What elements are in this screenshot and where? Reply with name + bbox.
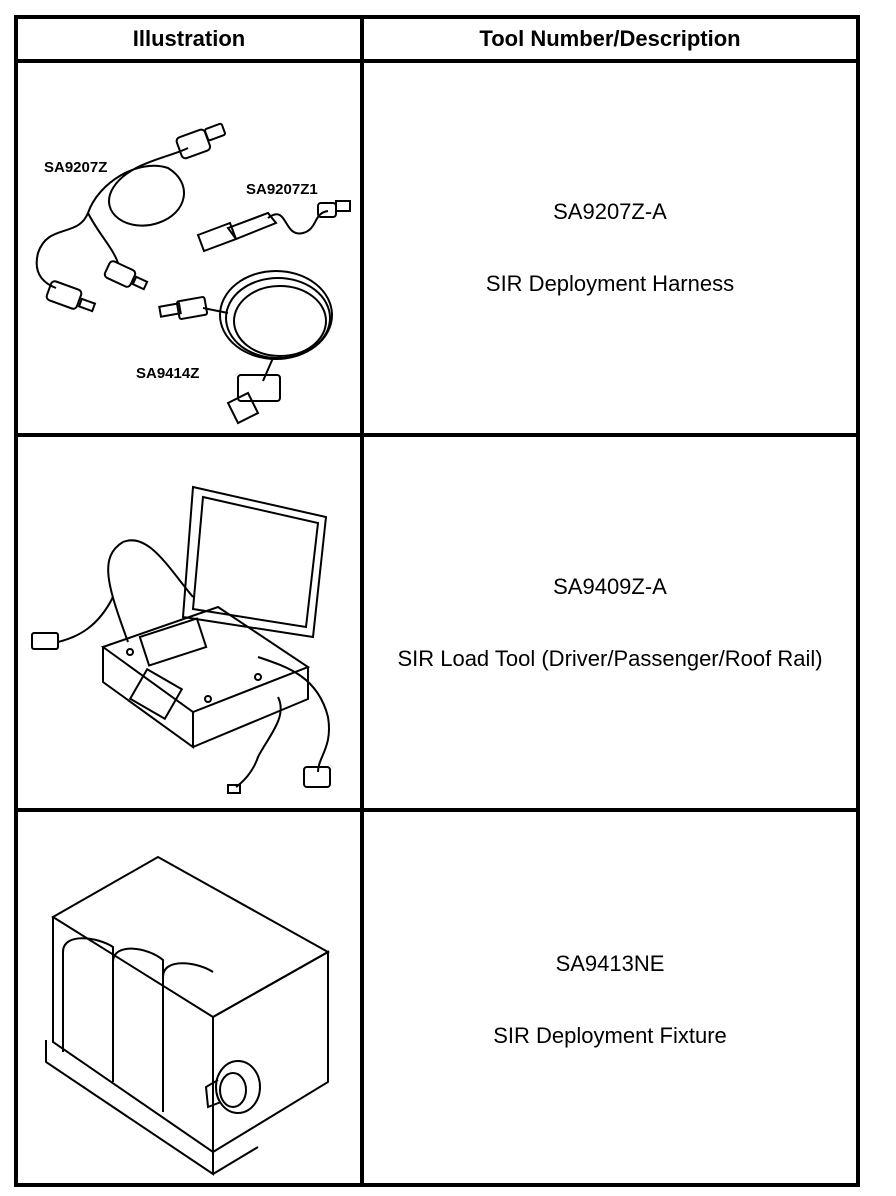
header-divider (18, 59, 856, 63)
tools-table: Illustration Tool Number/Description (14, 15, 860, 1187)
column-divider (360, 19, 364, 1183)
tool-cell-deployment-fixture: SA9413NE SIR Deployment Fixture (364, 812, 856, 1187)
header-illustration: Illustration (132, 26, 246, 51)
tool-cell-deployment-harness: SA9207Z-A SIR Deployment Harness (364, 63, 856, 433)
callout-sa9207z1: SA9207Z1 (246, 181, 318, 198)
tool-number: SA9413NE (555, 950, 665, 976)
illustration-load-tool (18, 437, 360, 808)
tool-number: SA9207Z-A (553, 199, 667, 224)
tool-number: SA9409Z-A (553, 573, 667, 599)
row-divider (18, 433, 856, 437)
tool-cell-load-tool: SA9409Z-A SIR Load Tool (Driver/Passenge… (364, 437, 856, 808)
illustration-deployment-fixture (18, 812, 360, 1187)
tool-description: SIR Load Tool (Driver/Passenger/Roof Rai… (397, 645, 823, 671)
tool-description: SIR Deployment Fixture (493, 1022, 727, 1048)
tool-description: SIR Deployment Harness (485, 271, 735, 296)
row-divider (18, 808, 856, 812)
illustration-deployment-harness: SA9207Z SA9207Z1 SA9414Z (18, 63, 360, 433)
header-tool-number: Tool Number/Description (479, 26, 741, 51)
callout-sa9207z: SA9207Z (44, 159, 108, 176)
callout-sa9414z: SA9414Z (136, 365, 200, 382)
